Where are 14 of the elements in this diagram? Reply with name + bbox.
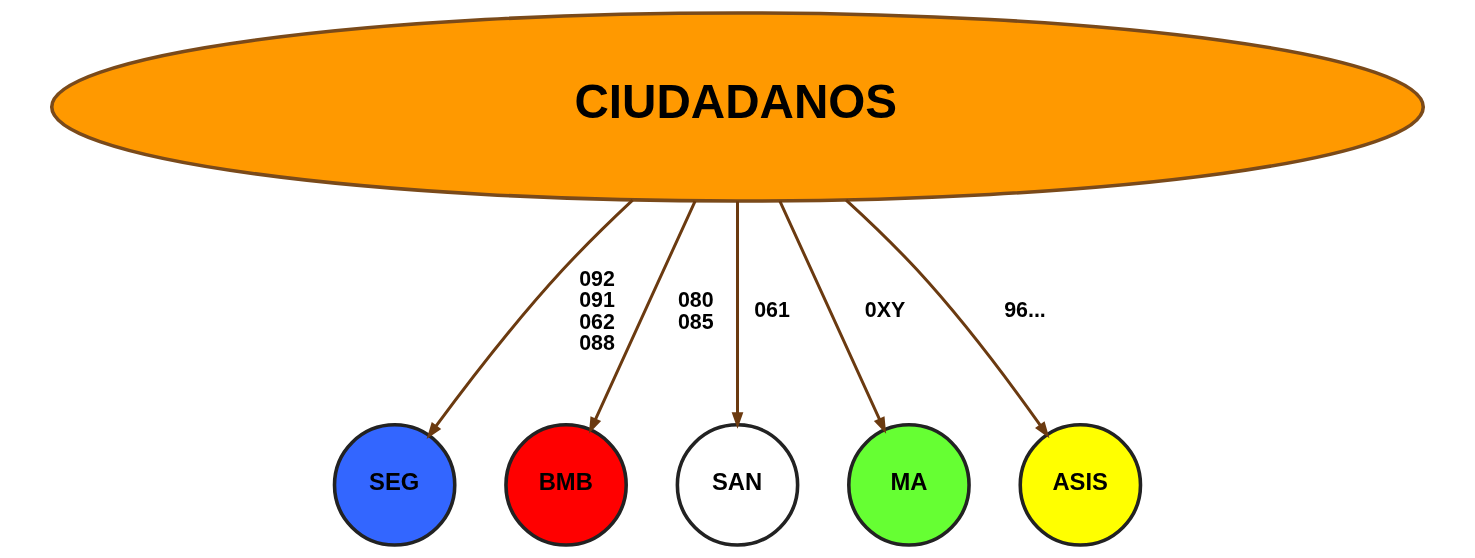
edge-label: 96... bbox=[1004, 297, 1046, 322]
edge-label: 0XY bbox=[864, 297, 906, 322]
arrow bbox=[778, 200, 887, 434]
node-ellipse: CIUDADANOS bbox=[49, 11, 1426, 203]
node-circle: BMB bbox=[504, 423, 628, 547]
arrow bbox=[845, 198, 1050, 439]
edge-label: 061 bbox=[754, 297, 790, 322]
arrow bbox=[426, 199, 634, 439]
edge-label: 092 091 062 088 bbox=[579, 267, 615, 356]
arrow bbox=[588, 200, 697, 434]
arrow bbox=[731, 201, 744, 429]
node-circle: MA bbox=[847, 423, 971, 547]
node-circle: SAN bbox=[675, 423, 800, 547]
edge-label: 080 085 bbox=[677, 288, 714, 334]
